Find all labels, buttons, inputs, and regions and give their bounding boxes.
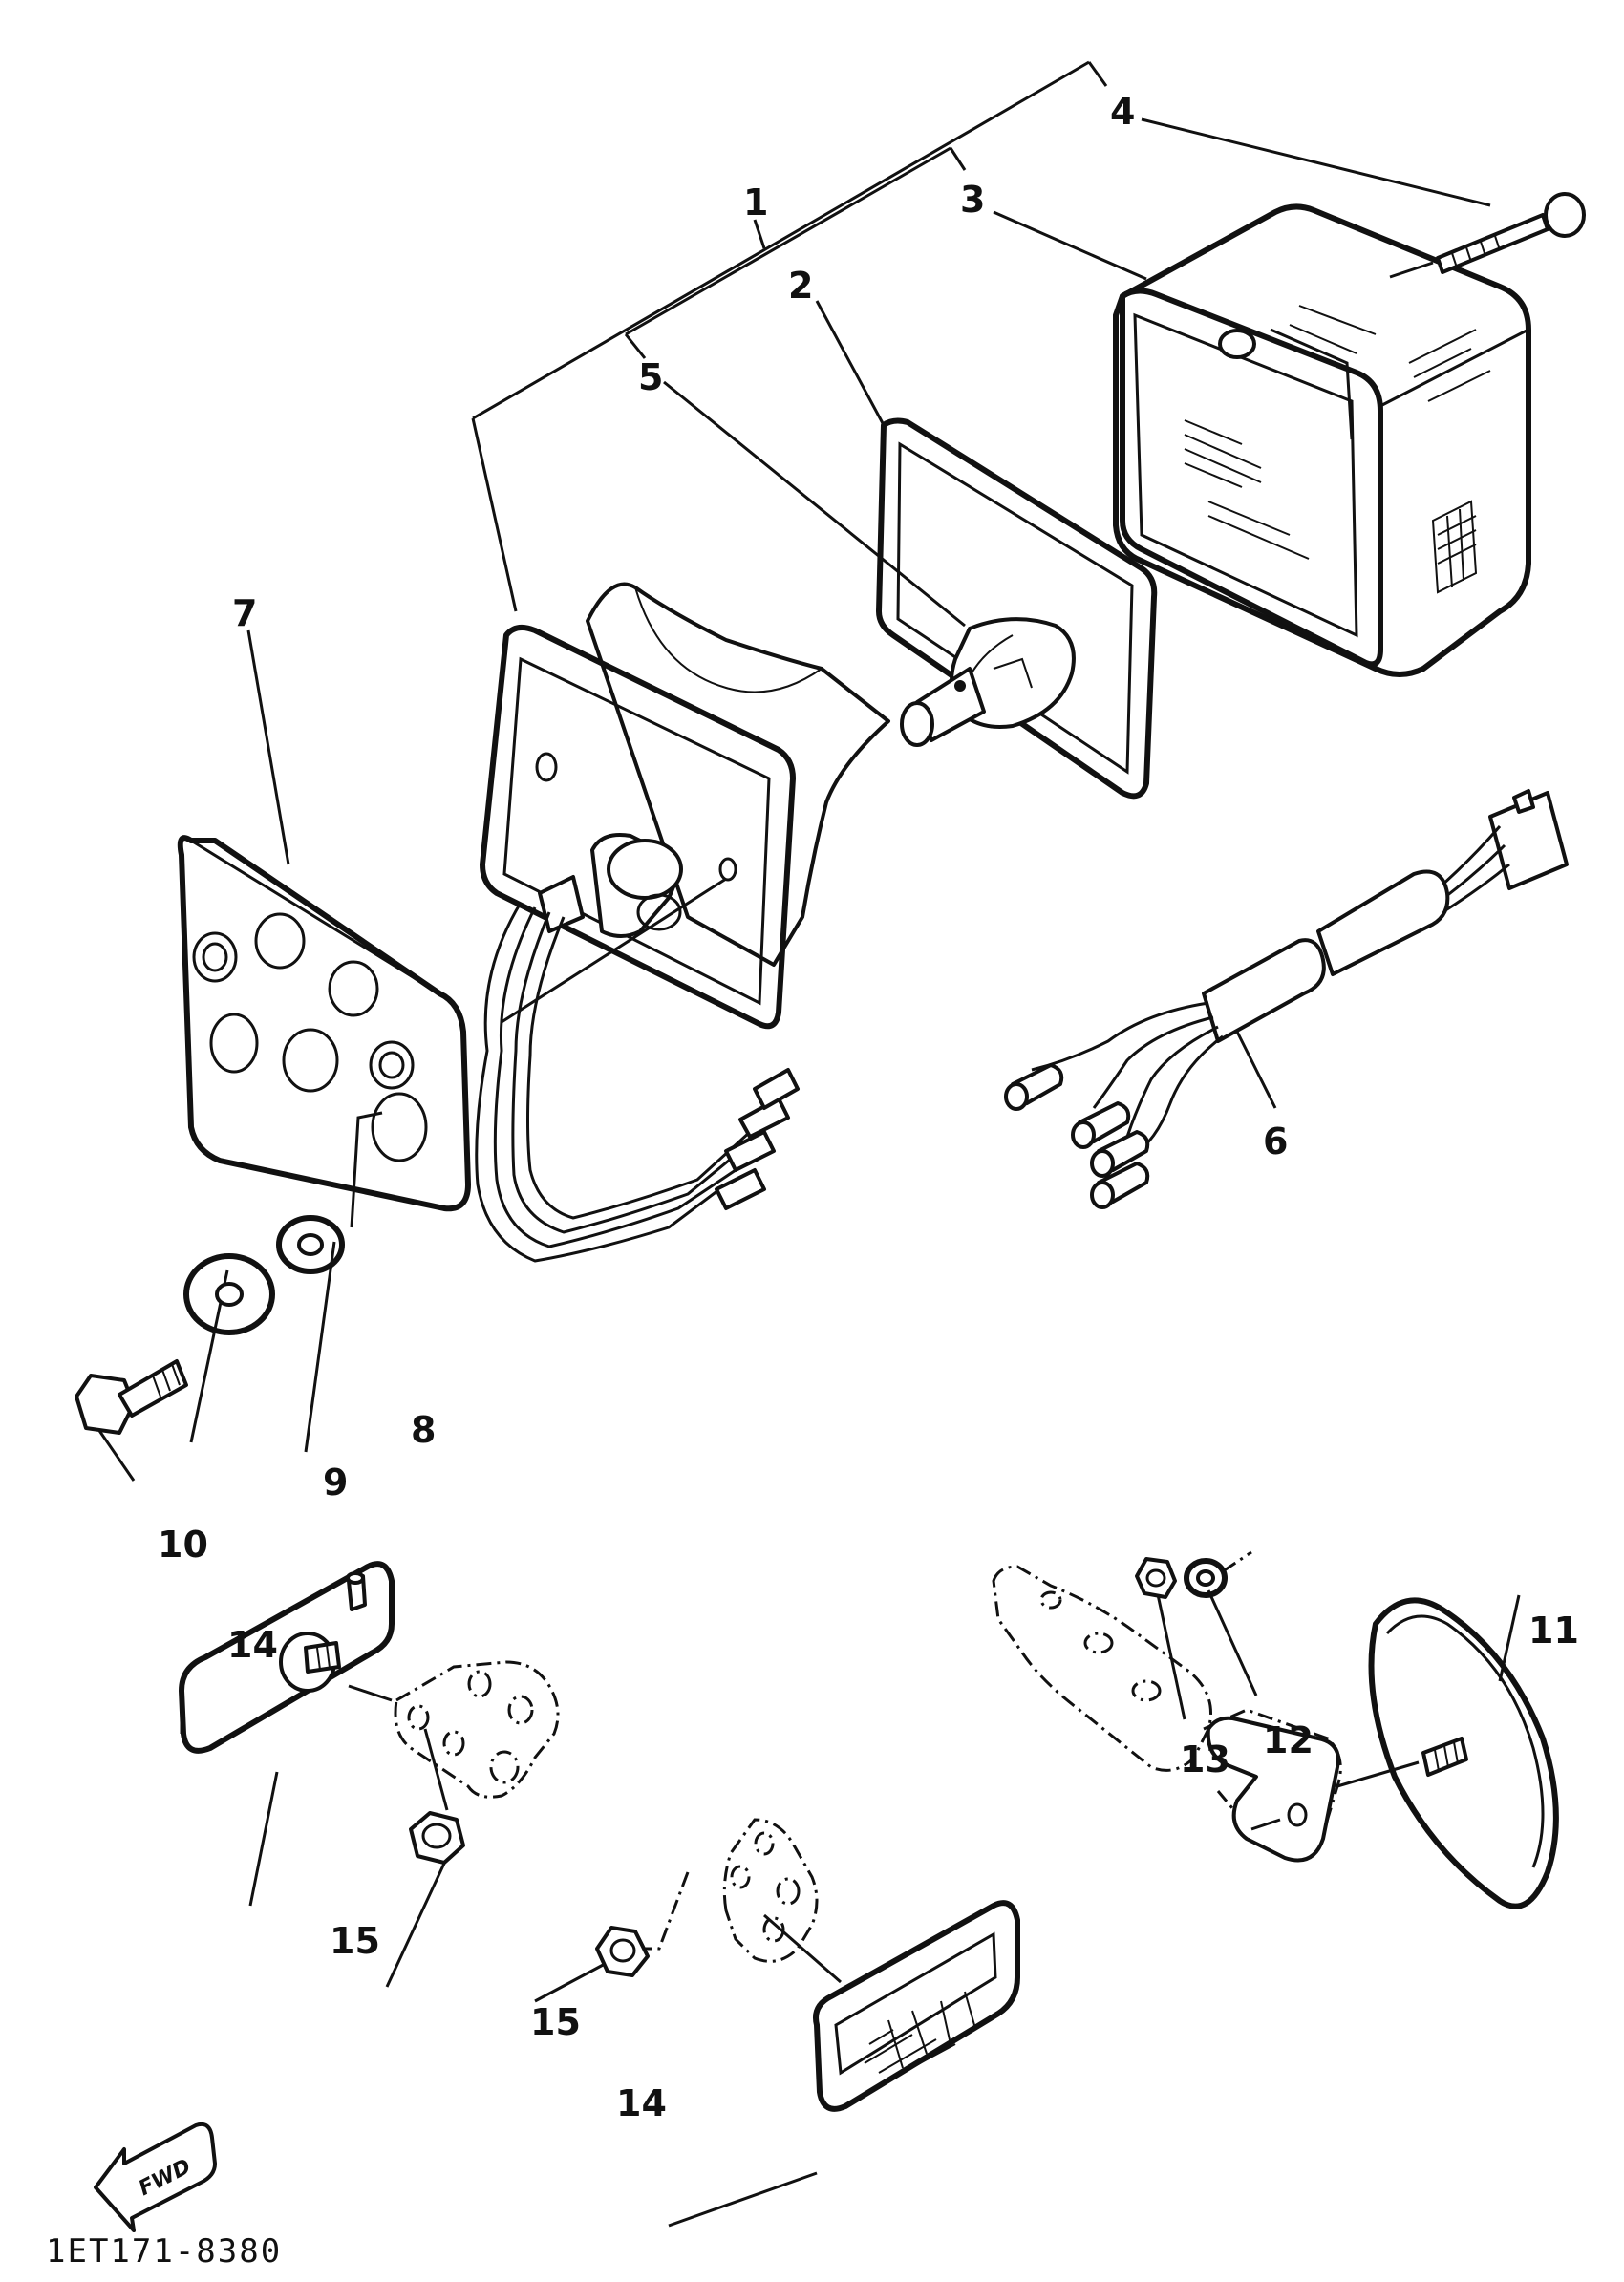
reflector-disc	[1336, 1597, 1559, 1909]
part-label: 11	[1528, 1610, 1579, 1652]
base-socket	[475, 582, 890, 1263]
lens-housing	[1113, 203, 1531, 677]
part-label: 4	[1110, 91, 1135, 133]
washer-9	[183, 1253, 275, 1335]
part-label: 15	[330, 1920, 380, 1962]
reflector-grid-icon	[1431, 500, 1478, 594]
mounting-plate	[177, 835, 471, 1212]
part-label: 14	[227, 1624, 278, 1666]
wire-harness	[1004, 789, 1569, 1209]
part-label: 9	[323, 1461, 348, 1504]
part-labels: 1 2 3 4 5 6 7 8 9 10 11 12 13 14 14 15 1…	[158, 91, 1579, 2124]
bolt	[75, 1359, 188, 1435]
part-label: 3	[960, 179, 985, 221]
bracket-bottom	[635, 1818, 842, 1984]
part-label: 15	[530, 2001, 581, 2043]
wire-terminals	[715, 1068, 800, 1210]
bracket-left	[394, 1660, 560, 1811]
bulb	[900, 617, 1076, 747]
part-label: 2	[788, 265, 813, 307]
part-label: 5	[638, 356, 663, 398]
leader-lines	[79, 117, 1521, 2228]
part-label: 13	[1180, 1738, 1230, 1781]
nut-13	[1135, 1557, 1177, 1599]
drawing-code: 1ET171-8380	[46, 2232, 282, 2271]
part-label: 12	[1263, 1719, 1314, 1761]
part-label: 7	[232, 592, 257, 634]
part-label: 1	[743, 181, 768, 224]
part-label: 10	[158, 1524, 208, 1566]
assembly-brackets	[471, 60, 1108, 612]
screw	[1389, 192, 1586, 279]
nut-15-left	[409, 1811, 465, 1865]
nut-15-bottom	[595, 1926, 650, 1977]
part-label: 6	[1263, 1120, 1288, 1162]
fwd-arrow-icon: FWD	[94, 2122, 217, 2232]
harness-terminals	[1004, 1063, 1150, 1209]
washer-8	[276, 1215, 345, 1274]
gasket	[876, 417, 1158, 800]
reflector-plate-bottom	[813, 1900, 1020, 2112]
bracket-right-solid	[1206, 1716, 1340, 1863]
washer-12	[1184, 1558, 1228, 1598]
part-label: 14	[616, 2082, 667, 2124]
part-label: 8	[411, 1409, 436, 1451]
reflector-plate-left	[179, 1561, 395, 1754]
